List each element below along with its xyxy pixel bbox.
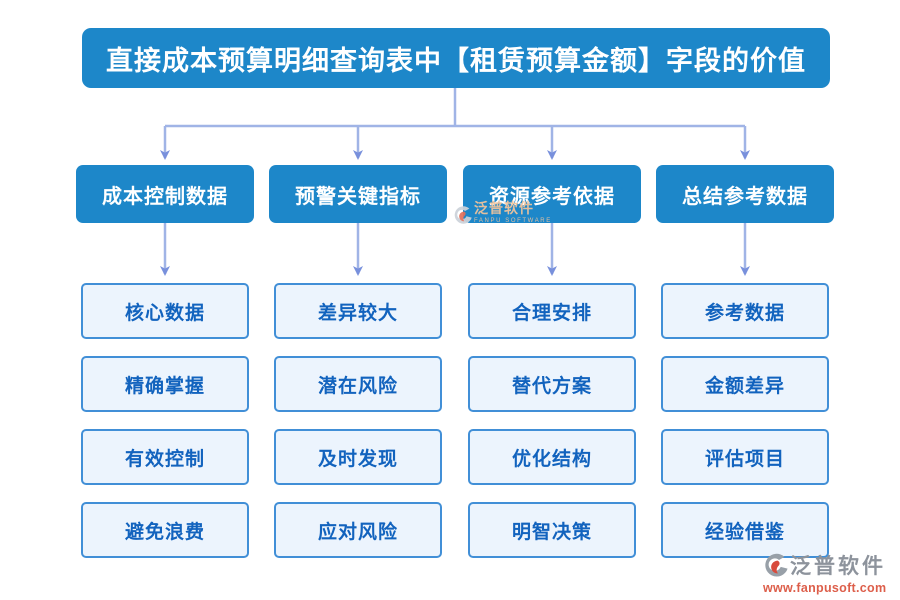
leaf-node: 及时发现 bbox=[274, 429, 442, 485]
leaf-node: 核心数据 bbox=[81, 283, 249, 339]
branch-column-summary-reference: 总结参考数据 参考数据 金额差异 评估项目 经验借鉴 bbox=[656, 165, 834, 558]
leaf-node: 明智决策 bbox=[468, 502, 636, 558]
leaf-node: 应对风险 bbox=[274, 502, 442, 558]
leaf-node: 合理安排 bbox=[468, 283, 636, 339]
branch-header: 总结参考数据 bbox=[656, 165, 834, 223]
brand-website: www.fanpusoft.com bbox=[763, 581, 887, 595]
diagram-title: 直接成本预算明细查询表中【租赁预算金额】字段的价值 bbox=[106, 45, 806, 76]
leaf-node: 参考数据 bbox=[661, 283, 829, 339]
leaf-node: 避免浪费 bbox=[81, 502, 249, 558]
brand-company-name: 泛普软件 bbox=[790, 554, 886, 578]
diagram-title-node: 直接成本预算明细查询表中【租赁预算金额】字段的价值 bbox=[82, 28, 830, 88]
branch-header: 资源参考依据 bbox=[463, 165, 641, 223]
branch-column-cost-control: 成本控制数据 核心数据 精确掌握 有效控制 避免浪费 bbox=[76, 165, 254, 558]
branch-column-resource-reference: 资源参考依据 合理安排 替代方案 优化结构 明智决策 bbox=[463, 165, 641, 558]
leaf-node: 替代方案 bbox=[468, 356, 636, 412]
branch-column-warning-indicators: 预警关键指标 差异较大 潜在风险 及时发现 应对风险 bbox=[269, 165, 447, 558]
leaf-node: 有效控制 bbox=[81, 429, 249, 485]
fanpu-branding: 泛普软件 www.fanpusoft.com bbox=[763, 552, 895, 595]
leaf-node: 潜在风险 bbox=[274, 356, 442, 412]
leaf-node: 优化结构 bbox=[468, 429, 636, 485]
leaf-node: 差异较大 bbox=[274, 283, 442, 339]
leaf-node: 金额差异 bbox=[661, 356, 829, 412]
leaf-node: 评估项目 bbox=[661, 429, 829, 485]
branch-header: 预警关键指标 bbox=[269, 165, 447, 223]
leaf-node: 精确掌握 bbox=[81, 356, 249, 412]
branch-header: 成本控制数据 bbox=[76, 165, 254, 223]
leaf-node: 经验借鉴 bbox=[661, 502, 829, 558]
fanpu-logo-icon bbox=[765, 553, 788, 577]
